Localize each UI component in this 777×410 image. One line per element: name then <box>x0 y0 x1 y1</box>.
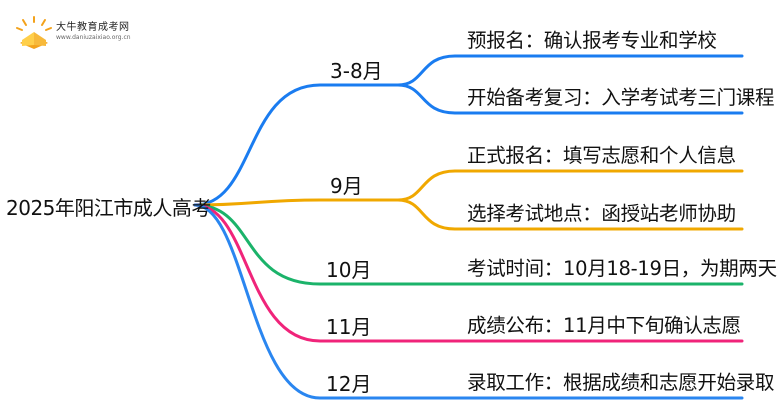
book-logo-icon <box>16 16 52 49</box>
leaf-topic: 开始备考复习：入学考试考三门课程 <box>467 86 775 109</box>
branch-connector-10 <box>193 203 744 286</box>
mindmap-canvas <box>193 54 744 400</box>
leaf-topic: 录取工作：根据成绩和志愿开始录取 <box>467 371 775 394</box>
leaf-connector <box>396 198 744 231</box>
root-topic: 2025年阳江市成人高考 <box>6 196 211 220</box>
leaf-connector <box>396 169 744 202</box>
branch-connector-11 <box>193 203 744 343</box>
leaf-topic: 成绩公布：11月中下旬确认志愿 <box>467 314 741 337</box>
leaf-topic: 选择考试地点：函授站老师协助 <box>467 202 736 225</box>
month-label: 11月 <box>326 315 372 339</box>
month-label: 3-8月 <box>330 59 383 83</box>
site-logo: 大牛教育成考网 www.daniuzaixiao.org.cn <box>14 15 164 51</box>
leaf-topic: 考试时间：10月18-19日，为期两天 <box>467 257 777 280</box>
site-url: www.daniuzaixiao.org.cn <box>56 34 131 41</box>
site-name: 大牛教育成考网 <box>56 22 130 33</box>
month-label: 10月 <box>326 258 372 282</box>
branch-connector-9 <box>193 198 400 207</box>
leaf-connector <box>396 83 744 115</box>
month-label: 12月 <box>326 372 372 396</box>
branch-connector-3-8 <box>193 83 400 207</box>
leaf-topic: 正式报名：填写志愿和个人信息 <box>467 144 736 167</box>
branch-connector-12 <box>193 203 744 400</box>
leaf-topic: 预报名：确认报考专业和学校 <box>467 29 717 52</box>
month-label: 9月 <box>330 174 363 198</box>
leaf-connector <box>396 54 744 87</box>
